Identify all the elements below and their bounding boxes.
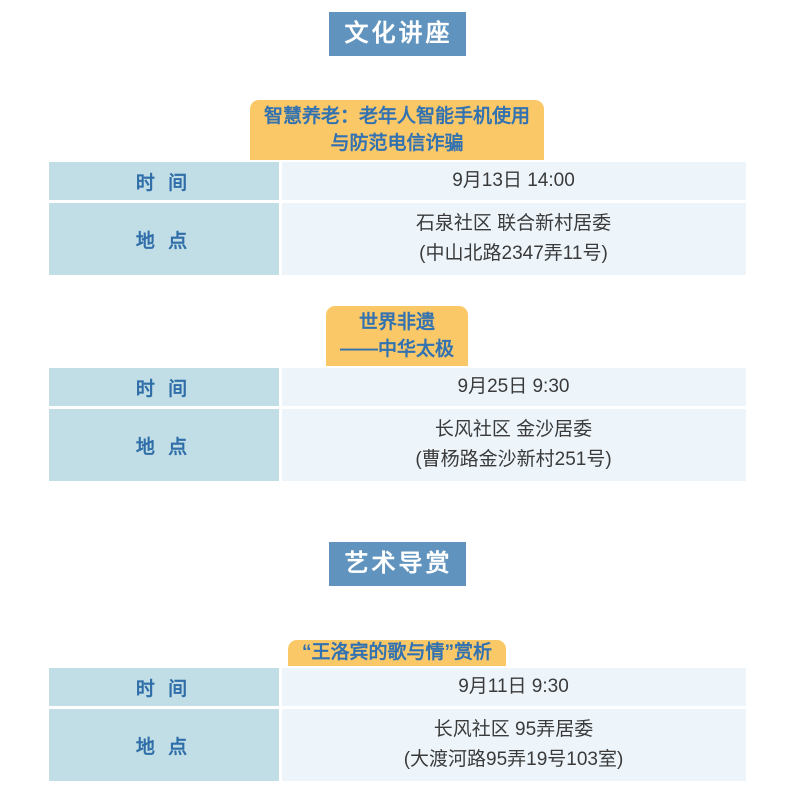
time-value: 9月25日 9:30 xyxy=(281,368,746,406)
event-location-row: 地 点 长风社区 95弄居委 (大渡河路95弄19号103室) xyxy=(48,709,746,781)
location-label: 地 点 xyxy=(48,409,279,481)
event-location-row: 地 点 石泉社区 联合新村居委 (中山北路2347弄11号) xyxy=(48,203,746,275)
location-address: (中山北路2347弄11号) xyxy=(419,243,608,264)
time-value: 9月11日 9:30 xyxy=(281,668,746,706)
location-value-lines: 长风社区 95弄居委 (大渡河路95弄19号103室) xyxy=(404,715,624,775)
location-address: (大渡河路95弄19号103室) xyxy=(403,749,624,770)
event-time-row: 时 间 9月11日 9:30 xyxy=(48,668,746,706)
section-title-box-art-guide: 艺术导赏 xyxy=(328,542,474,594)
location-label: 地 点 xyxy=(48,203,279,275)
event-title-banner: 世界非遗 ——中华太极 xyxy=(325,306,468,366)
location-name: 石泉社区 联合新村居委 xyxy=(415,213,612,234)
event-title-banner: 智慧养老：老年人智能手机使用 与防范电信诈骗 xyxy=(249,100,544,160)
event-time-row: 时 间 9月25日 9:30 xyxy=(48,368,746,406)
location-address: (曹杨路金沙新村251号) xyxy=(415,449,612,470)
time-label: 时 间 xyxy=(48,368,279,406)
event-card-smart-elderly: 智慧养老：老年人智能手机使用 与防范电信诈骗 时 间 9月13日 14:00 地… xyxy=(48,100,746,275)
location-value: 长风社区 95弄居委 (大渡河路95弄19号103室) xyxy=(281,709,746,781)
time-value-text: 9月25日 9:30 xyxy=(457,376,570,397)
location-name: 长风社区 金沙居委 xyxy=(434,419,593,440)
section-title-text: 文化讲座 xyxy=(344,20,453,47)
event-location-row: 地 点 长风社区 金沙居委 (曹杨路金沙新村251号) xyxy=(48,409,746,481)
event-time-row: 时 间 9月13日 14:00 xyxy=(48,162,746,200)
location-value-lines: 石泉社区 联合新村居委 (中山北路2347弄11号) xyxy=(416,209,611,269)
section-head-art-guide: 艺术导赏 xyxy=(49,542,746,594)
time-value-text: 9月13日 14:00 xyxy=(452,170,575,191)
time-value-text: 9月11日 9:30 xyxy=(458,676,569,697)
location-value-lines: 长风社区 金沙居委 (曹杨路金沙新村251号) xyxy=(415,415,611,475)
location-name: 长风社区 95弄居委 xyxy=(433,719,594,740)
location-label: 地 点 xyxy=(48,709,279,781)
section-title-box-culture-lectures: 文化讲座 xyxy=(328,12,474,64)
event-card-wang-luobin-appreciation: “王洛宾的歌与情”赏析 时 间 9月11日 9:30 地 点 长风社区 95弄居… xyxy=(48,640,746,781)
event-table: 时 间 9月25日 9:30 地 点 长风社区 金沙居委 (曹杨路金沙新村251… xyxy=(48,368,746,481)
time-value: 9月13日 14:00 xyxy=(281,162,746,200)
event-title-banner: “王洛宾的歌与情”赏析 xyxy=(287,640,506,666)
location-value: 长风社区 金沙居委 (曹杨路金沙新村251号) xyxy=(281,409,746,481)
section-head-culture-lectures: 文化讲座 xyxy=(49,12,746,64)
event-card-world-heritage-taichi: 世界非遗 ——中华太极 时 间 9月25日 9:30 地 点 长风社区 金沙居委… xyxy=(48,306,746,481)
time-label: 时 间 xyxy=(48,668,279,706)
flyer-page: 文化讲座 智慧养老：老年人智能手机使用 与防范电信诈骗 时 间 9月13日 14… xyxy=(48,0,746,781)
event-table: 时 间 9月11日 9:30 地 点 长风社区 95弄居委 (大渡河路95弄19… xyxy=(48,668,746,781)
event-title-line: “王洛宾的歌与情”赏析 xyxy=(301,642,492,663)
event-title-line: 智慧养老：老年人智能手机使用 xyxy=(263,106,530,127)
event-table: 时 间 9月13日 14:00 地 点 石泉社区 联合新村居委 (中山北路234… xyxy=(48,162,746,275)
time-label: 时 间 xyxy=(48,162,279,200)
location-value: 石泉社区 联合新村居委 (中山北路2347弄11号) xyxy=(281,203,746,275)
event-title-line: ——中华太极 xyxy=(339,339,454,360)
section-title-text: 艺术导赏 xyxy=(344,550,453,577)
event-title-line: 与防范电信诈骗 xyxy=(330,133,464,154)
event-title-line: 世界非遗 xyxy=(358,312,435,333)
